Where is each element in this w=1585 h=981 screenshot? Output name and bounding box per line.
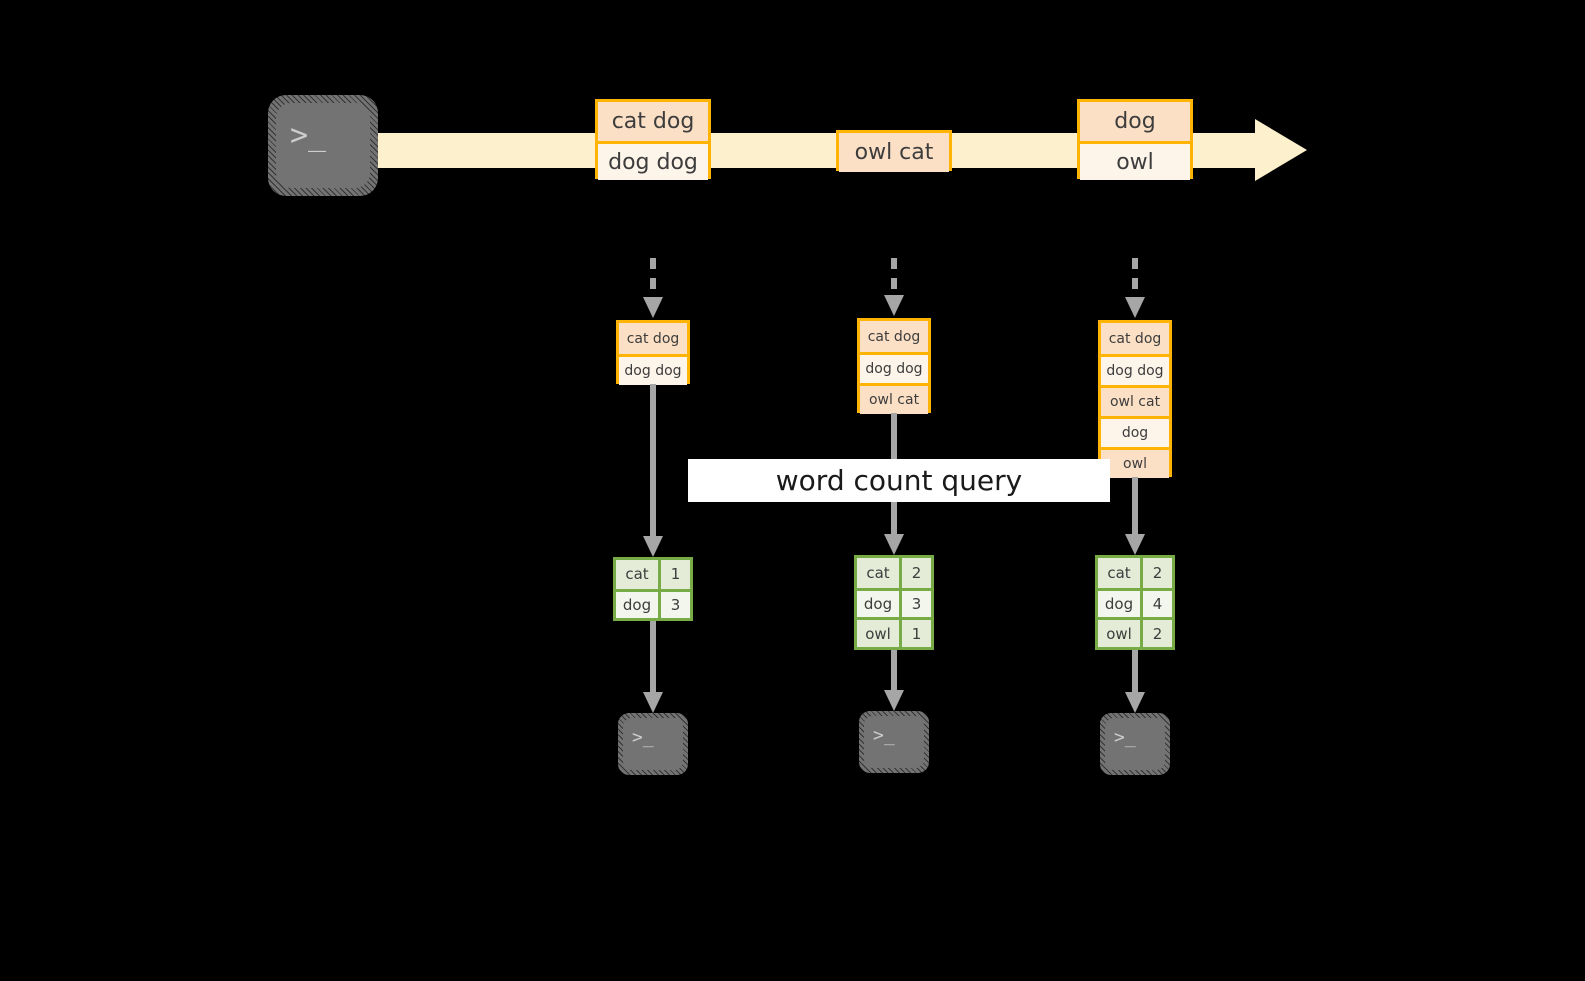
result-word-cell: owl bbox=[857, 620, 902, 648]
snapshot-row: cat dog bbox=[1101, 323, 1169, 354]
snapshot-dashed-arrowhead bbox=[643, 297, 663, 318]
snapshot-dashed-connector bbox=[1132, 258, 1138, 297]
snapshot-row: dog dog bbox=[860, 352, 928, 383]
query-label-band: word count query bbox=[688, 459, 1110, 502]
sink-arrowhead bbox=[1125, 692, 1145, 713]
snapshot-dashed-arrowhead bbox=[884, 295, 904, 316]
terminal-prompt-icon: >_ bbox=[290, 118, 327, 153]
result-word-cell: dog bbox=[857, 590, 902, 618]
snapshot-row: owl bbox=[1101, 447, 1169, 478]
result-count-cell: 2 bbox=[1143, 558, 1172, 588]
sink-terminal-2[interactable]: >_ bbox=[859, 711, 929, 773]
result-count-cell: 1 bbox=[661, 560, 690, 589]
result-count-cell: 3 bbox=[661, 591, 690, 618]
result-word-cell: cat bbox=[1098, 558, 1143, 588]
terminal-prompt-icon: >_ bbox=[873, 725, 895, 746]
snapshot-row: owl cat bbox=[860, 383, 928, 414]
result-count-cell: 3 bbox=[902, 590, 931, 618]
source-terminal[interactable]: >_ bbox=[268, 95, 378, 196]
snapshot-row: owl cat bbox=[1101, 385, 1169, 416]
sink-connector bbox=[1132, 650, 1138, 692]
sink-terminal-3[interactable]: >_ bbox=[1100, 713, 1170, 775]
snapshot-dashed-connector bbox=[891, 258, 897, 295]
sink-terminal-1[interactable]: >_ bbox=[618, 713, 688, 775]
snapshot-row: dog bbox=[1101, 416, 1169, 447]
snapshot-dashed-connector bbox=[650, 258, 656, 297]
sink-arrowhead bbox=[884, 690, 904, 711]
query-arrowhead bbox=[884, 534, 904, 555]
result-count-cell: 4 bbox=[1143, 590, 1172, 618]
snapshot-row: cat dog bbox=[619, 323, 687, 354]
stream-record-row: dog dog bbox=[598, 141, 708, 180]
snapshot-row: dog dog bbox=[619, 354, 687, 385]
sink-connector bbox=[650, 621, 656, 692]
result-word-cell: cat bbox=[857, 558, 902, 588]
result-word-cell: cat bbox=[616, 560, 661, 589]
query-connector bbox=[650, 384, 656, 536]
stream-record-row: owl cat bbox=[839, 133, 949, 172]
stream-record-row: dog bbox=[1080, 102, 1190, 141]
result-word-cell: owl bbox=[1098, 620, 1143, 648]
result-count-cell: 1 bbox=[902, 620, 931, 648]
stream-arrow-head bbox=[1255, 119, 1307, 181]
result-count-cell: 2 bbox=[902, 558, 931, 588]
sink-connector bbox=[891, 650, 897, 690]
query-arrowhead bbox=[643, 536, 663, 557]
stream-record-row: cat dog bbox=[598, 102, 708, 141]
terminal-prompt-icon: >_ bbox=[632, 727, 654, 748]
result-word-cell: dog bbox=[1098, 590, 1143, 618]
terminal-body bbox=[623, 718, 683, 770]
stream-record-2[interactable]: owl cat bbox=[836, 130, 952, 172]
result-word-cell: dog bbox=[616, 591, 661, 618]
terminal-body bbox=[276, 103, 370, 188]
terminal-body bbox=[1105, 718, 1165, 770]
stream-record-row: owl bbox=[1080, 141, 1190, 180]
snapshot-row: cat dog bbox=[860, 321, 928, 352]
query-arrowhead bbox=[1125, 534, 1145, 555]
terminal-body bbox=[864, 716, 924, 768]
sink-arrowhead bbox=[643, 692, 663, 713]
result-count-cell: 2 bbox=[1143, 620, 1172, 648]
snapshot-dashed-arrowhead bbox=[1125, 297, 1145, 318]
query-connector bbox=[1132, 477, 1138, 534]
terminal-prompt-icon: >_ bbox=[1114, 727, 1136, 748]
snapshot-row: dog dog bbox=[1101, 354, 1169, 385]
